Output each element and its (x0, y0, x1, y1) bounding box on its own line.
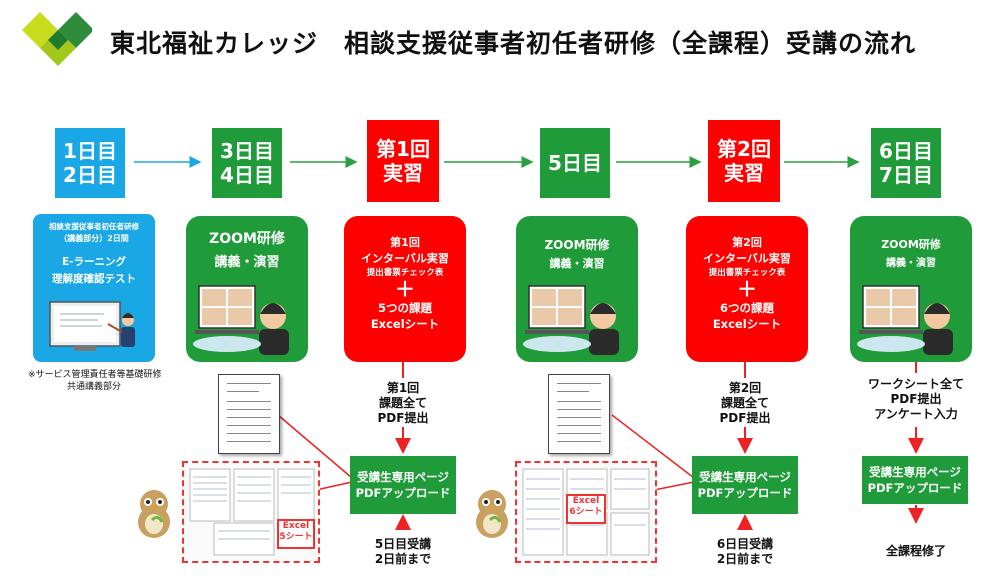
deadline-2: 6日目受講 2日前まで (705, 537, 785, 567)
course-complete: 全課程修了 (885, 544, 946, 558)
zoom-card: ZOOM研修 講義・演習 (850, 216, 972, 362)
upload-box: 受講生専用ページ PDFアップロード (862, 456, 968, 504)
step-label: 実習 (724, 161, 764, 185)
submit-line: PDF提出 (890, 392, 942, 406)
document-icon (189, 468, 315, 556)
elearning-card: 相談支援従事者初任者研修 （講義部分）2日間 E-ラーニング 理解度確認テスト (33, 214, 155, 362)
person-icon (523, 285, 619, 355)
step-label: 実習 (383, 161, 423, 185)
upload-box: 受講生専用ページ PDFアップロード (350, 456, 456, 514)
step-label: 1日目 (63, 139, 117, 163)
upload-page: 受講生専用ページ (357, 470, 449, 484)
practicum-number: 第2回 (732, 236, 762, 249)
mascot-icon (476, 490, 508, 538)
person-icon (193, 285, 289, 355)
step-label: 5日目 (548, 151, 602, 175)
submit-instruction-3: ワークシート全て PDF提出 アンケート入力 (858, 377, 974, 422)
submit-line: アンケート入力 (874, 407, 958, 421)
submit-line: PDF提出 (377, 411, 429, 425)
document-icon (548, 374, 610, 454)
zoom-title: ZOOM研修 (209, 231, 285, 247)
upload-page: 受講生専用ページ (699, 470, 791, 484)
elearning-course: 相談支援従事者初任者研修 (49, 222, 139, 231)
excel-label: Excel (282, 521, 310, 531)
practicum-number: 第1回 (390, 236, 420, 249)
upload-action: PDFアップロード (697, 486, 793, 500)
submit-instruction-2: 第2回 課題全て PDF提出 (705, 381, 785, 426)
step-day-3-4: 3日目 4日目 (212, 128, 282, 198)
logo-icon (22, 12, 92, 66)
practicum-excel: Excelシート (712, 317, 782, 331)
upload-box: 受講生専用ページ PDFアップロード (692, 456, 798, 514)
step-label: 4日目 (220, 163, 274, 187)
zoom-card: ZOOM研修 講義・演習 (186, 216, 308, 362)
deadline-line: 5日目受講 (374, 537, 432, 551)
submit-line: ワークシート全て (867, 377, 964, 391)
deadline-1: 5日目受講 2日前まで (363, 537, 443, 567)
plus-icon: ＋ (395, 277, 415, 301)
practicum-tasks: 5つの課題 (377, 301, 432, 315)
excel-count: 6シート (569, 507, 603, 517)
elearning-note: ※サービス管理責任者等基礎研修 共通講義部分 (28, 369, 162, 393)
deadline-line: 2日前まで (374, 552, 432, 566)
submit-line: 課題全て (720, 396, 769, 410)
elearning-subtitle: 理解度確認テスト (52, 273, 136, 285)
page-title: 東北福祉カレッジ 相談支援従事者初任者研修（全課程）受講の流れ (110, 29, 917, 58)
excel-count: 5シート (279, 532, 313, 542)
zoom-card: ZOOM研修 講義・演習 (516, 216, 638, 362)
zoom-subtitle: 講義・演習 (214, 255, 280, 270)
practicum-name: インターバル実習 (361, 252, 449, 265)
plus-icon: ＋ (737, 277, 757, 301)
practicum-checklist: 提出書票チェック表 (708, 268, 786, 278)
step-label: 7日目 (879, 163, 933, 187)
step-practicum-2: 第2回 実習 (708, 120, 780, 202)
submit-line: 課題全て (378, 396, 427, 410)
step-day-5: 5日目 (540, 128, 610, 198)
practicum1-card: 第1回 インターバル実習 提出書票チェック表 ＋ 5つの課題 Excelシート (344, 216, 466, 362)
upload-action: PDFアップロード (355, 486, 451, 500)
zoom-title: ZOOM研修 (544, 238, 610, 252)
excel-sheets-image (182, 461, 320, 563)
elearning-duration: （講義部分）2日間 (59, 234, 129, 243)
document-icon (218, 374, 280, 454)
excel-badge: Excel 5シート (277, 519, 315, 549)
deadline-line: 6日目受講 (716, 537, 774, 551)
elearning-title: E-ラーニング (61, 256, 127, 268)
submit-line: 第1回 (386, 381, 420, 395)
upload-action: PDFアップロード (867, 481, 963, 495)
excel-label: Excel (572, 496, 600, 506)
practicum-tasks: 6つの課題 (719, 301, 774, 315)
step-label: 3日目 (220, 139, 274, 163)
mascot-icon (138, 490, 170, 538)
note-line: ※サービス管理責任者等基礎研修 (28, 370, 162, 380)
submit-instruction-1: 第1回 課題全て PDF提出 (363, 381, 443, 426)
excel-badge: Excel 6シート (566, 494, 606, 524)
practicum2-card: 第2回 インターバル実習 提出書票チェック表 ＋ 6つの課題 Excelシート (686, 216, 808, 362)
step-practicum-1: 第1回 実習 (367, 120, 439, 202)
step-label: 2日目 (63, 163, 117, 187)
submit-line: 第2回 (728, 381, 762, 395)
step-day-1-2: 1日目 2日目 (55, 128, 125, 198)
step-label: 第1回 (376, 137, 430, 161)
practicum-excel: Excelシート (370, 317, 440, 331)
deadline-line: 2日前まで (716, 552, 774, 566)
step-label: 6日目 (879, 139, 933, 163)
step-day-6-7: 6日目 7日目 (871, 128, 941, 198)
zoom-subtitle: 講義・演習 (886, 258, 936, 269)
zoom-subtitle: 講義・演習 (549, 257, 605, 270)
practicum-name: インターバル実習 (703, 252, 791, 265)
person-icon (857, 285, 953, 355)
zoom-title: ZOOM研修 (881, 238, 941, 251)
practicum-checklist: 提出書票チェック表 (366, 268, 444, 278)
note-line: 共通講義部分 (66, 382, 121, 392)
submit-line: PDF提出 (719, 411, 771, 425)
step-label: 第2回 (717, 137, 771, 161)
upload-page: 受講生専用ページ (869, 465, 961, 479)
monitor-icon (49, 301, 135, 351)
